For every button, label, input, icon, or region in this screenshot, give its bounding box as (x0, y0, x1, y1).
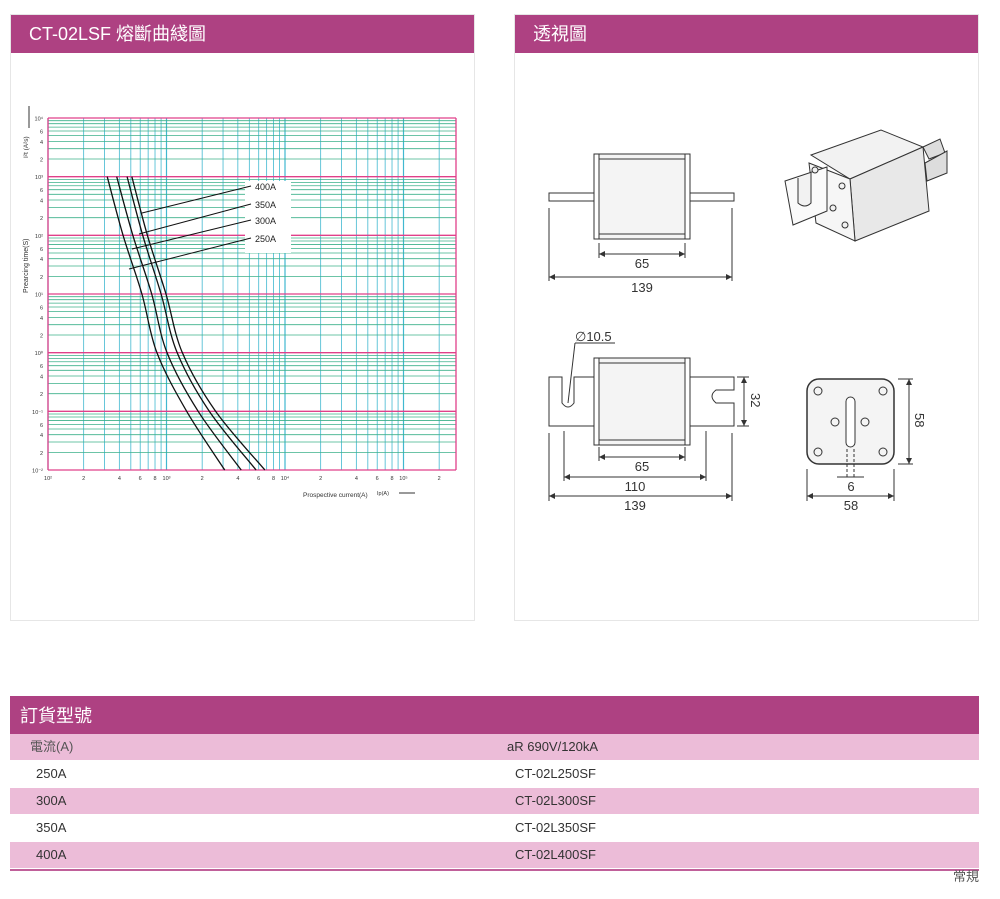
dim-hole-diameter: ∅10.5 (575, 329, 612, 344)
panel-title: 透視圖 (515, 15, 978, 53)
y-tick-label: 10⁻² (32, 469, 43, 475)
dim-blade-width: 32 (748, 393, 763, 407)
top-view-drawing (548, 153, 735, 281)
y-tick-label: 6 (40, 364, 43, 370)
cell-current: 350A (36, 820, 67, 835)
table-row: 250A CT-02L250SF (10, 761, 979, 788)
header-rating: aR 690V/120kA (507, 739, 599, 754)
leader-line-350A (138, 203, 252, 235)
x-tick-label: 6 (139, 476, 142, 482)
y-tick-label: 6 (40, 247, 43, 253)
dim-side-total: 139 (624, 498, 646, 513)
curve-300A (116, 176, 242, 471)
table-row: 350A CT-02L350SF (10, 815, 979, 842)
curve-350A (126, 176, 257, 471)
x-tick-label: 10² (44, 476, 52, 482)
table-note: 常規 (952, 869, 979, 884)
y-tick-label: 2 (40, 275, 43, 281)
y-tick-label: 2 (40, 334, 43, 340)
x-tick-label: 4 (355, 476, 358, 482)
y-tick-label: 2 (40, 392, 43, 398)
x-tick-label: 6 (257, 476, 260, 482)
cell-current: 250A (36, 766, 67, 781)
y-tick-label: 4 (40, 140, 43, 146)
dim-side-slot-span: 110 (625, 479, 646, 494)
header-current: 電流(A) (30, 739, 74, 754)
x-tick-label: 6 (376, 476, 379, 482)
dim-end-slot: 6 (847, 479, 854, 494)
cell-model: CT-02L400SF (515, 847, 596, 862)
curve-250A (106, 176, 226, 471)
x-tick-label: 2 (201, 476, 204, 482)
fuse-curve-chart: 10⁴ 6 4 2 10³ 6 4 2 10² 6 4 2 10¹ 6 4 2 10⁰ 6 4 2 10⁻¹ 6 4 2 10⁻… (23, 106, 457, 499)
cell-model: CT-02L250SF (515, 766, 596, 781)
curve-label-350A: 350A (255, 200, 276, 210)
y-tick-label: 10³ (35, 175, 43, 181)
table-bottom-rule (10, 869, 979, 871)
dim-side-body: 65 (635, 459, 649, 474)
leader-line-250A (128, 237, 252, 270)
y-tick-label: 4 (40, 316, 43, 322)
y-tick-label: 4 (40, 199, 43, 205)
order-table-title: 訂貨型號 (10, 696, 979, 734)
y-axis-label: Prearcing time(S) (23, 239, 30, 293)
leader-line-300A (131, 219, 252, 250)
x-tick-label: 8 (390, 476, 393, 482)
x-tick-label: 4 (236, 476, 239, 482)
panel-title: CT-02LSF 熔斷曲綫圖 (11, 15, 474, 53)
y-tick-label: 6 (40, 188, 43, 194)
y-tick-label: 10⁻¹ (32, 410, 43, 416)
end-view-drawing (806, 378, 913, 501)
x-axis-label: Prospective current(A) (303, 492, 368, 499)
y-tick-label: 2 (40, 216, 43, 222)
y-tick-label: 6 (40, 306, 43, 312)
legend-box (245, 181, 291, 253)
cell-current: 300A (36, 793, 67, 808)
y-tick-label: 4 (40, 257, 43, 263)
curve-label-400A: 400A (255, 182, 276, 192)
y-tick-label: 6 (40, 423, 43, 429)
cell-model: CT-02L350SF (515, 820, 596, 835)
x-tick-label: 2 (438, 476, 441, 482)
fuse-dimension-drawings: 65 139 ∅10.5 (548, 129, 948, 513)
dim-end-height: 58 (912, 413, 927, 427)
side-view-drawing (548, 342, 749, 501)
dim-end-width: 58 (844, 498, 858, 513)
table-row: 400A CT-02L400SF (10, 842, 979, 869)
x-tick-label: 2 (319, 476, 322, 482)
y-tick-label: 10⁰ (35, 350, 44, 357)
curve-label-250A: 250A (255, 234, 276, 244)
y-tick-label: 10² (35, 234, 43, 240)
x-tick-label: 10³ (163, 476, 171, 482)
curve-label-300A: 300A (255, 216, 276, 226)
perspective-panel: 透視圖 65 139 (514, 14, 979, 621)
perspective-3d-drawing (784, 129, 948, 242)
y-tick-label: 2 (40, 158, 43, 164)
x-tick-label: 8 (153, 476, 156, 482)
y-tick-label: 10⁴ (35, 116, 44, 123)
x-tick-label: 10⁴ (281, 475, 290, 482)
curve-400A (131, 176, 266, 471)
table-header-row: 電流(A) aR 690V/120kA (10, 734, 979, 761)
x-axis-symbol: Ip(A) (377, 491, 389, 497)
y-tick-label: 6 (40, 130, 43, 136)
y-tick-label: 4 (40, 433, 43, 439)
y-tick-label: 10¹ (35, 293, 43, 299)
dim-top-total: 139 (631, 280, 653, 295)
cell-model: CT-02L300SF (515, 793, 596, 808)
y-tick-label: 2 (40, 451, 43, 457)
table-row: 300A CT-02L300SF (10, 788, 979, 815)
y-axis-symbol: I²t (A²s) (23, 136, 30, 158)
x-tick-label: 10⁵ (399, 475, 407, 482)
cell-current: 400A (36, 847, 67, 862)
leader-line-400A (141, 185, 252, 214)
x-tick-label: 8 (272, 476, 275, 482)
dim-top-body: 65 (635, 256, 649, 271)
order-table: 訂貨型號 電流(A) aR 690V/120kA 250A CT-02L250S… (10, 696, 979, 871)
x-tick-label: 2 (82, 476, 85, 482)
x-tick-label: 4 (118, 476, 121, 482)
y-tick-label: 4 (40, 375, 43, 381)
